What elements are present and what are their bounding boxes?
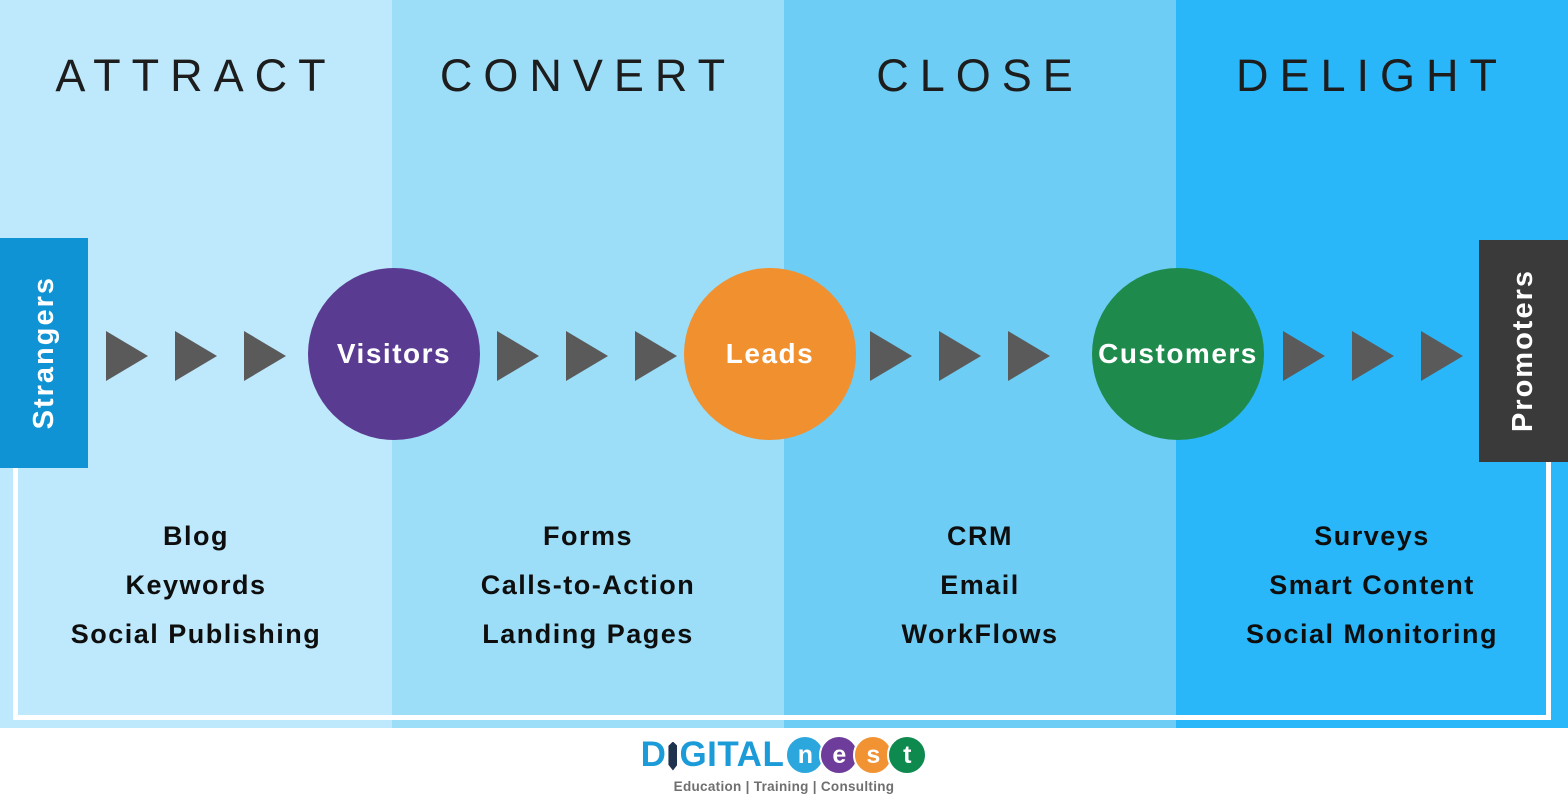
tool-item: WorkFlows bbox=[901, 619, 1059, 649]
flow-arrow-icon bbox=[175, 331, 217, 381]
stage-circle-visitors: Visitors bbox=[308, 268, 480, 440]
flow-arrow-icon bbox=[566, 331, 608, 381]
column-title-delight: DELIGHT bbox=[1235, 50, 1509, 101]
tool-item: Smart Content bbox=[1269, 570, 1475, 600]
pen-nib-icon bbox=[668, 741, 678, 771]
tool-item: Calls-to-Action bbox=[480, 570, 696, 600]
nest-letter-t: t bbox=[887, 735, 928, 775]
tool-item: Landing Pages bbox=[482, 619, 694, 649]
tool-list-convert: Forms Calls-to-Action Landing Pages bbox=[392, 512, 784, 659]
tool-item: Social Monitoring bbox=[1246, 619, 1498, 649]
flow-arrow-icon bbox=[106, 331, 148, 381]
column-title-attract: ATTRACT bbox=[55, 50, 337, 101]
logo-brand-text: D GITAL bbox=[641, 735, 785, 775]
logo-row: D GITAL n e s t bbox=[641, 733, 928, 777]
flow-arrow-icon bbox=[1008, 331, 1050, 381]
stage-circle-customers-label: Customers bbox=[1098, 338, 1258, 369]
tool-item: Blog bbox=[163, 521, 229, 551]
tool-item: Social Publishing bbox=[70, 619, 322, 649]
stage-promoters: Promoters bbox=[1479, 240, 1568, 462]
stage-strangers-label: Strangers bbox=[27, 276, 60, 430]
stage-circle-visitors-label: Visitors bbox=[336, 338, 452, 369]
tool-list-close: CRM Email WorkFlows bbox=[784, 512, 1176, 659]
stage-promoters-label: Promoters bbox=[1507, 269, 1539, 433]
nest-letter-e: e bbox=[819, 735, 860, 775]
flow-arrow-icon bbox=[244, 331, 286, 381]
flow-arrow-icon bbox=[635, 331, 677, 381]
nest-letter-n: n bbox=[785, 735, 826, 775]
arrow-group-2 bbox=[497, 331, 677, 381]
tool-list-delight: Surveys Smart Content Social Monitoring bbox=[1176, 512, 1568, 659]
arrow-group-1 bbox=[106, 331, 286, 381]
flow-arrow-icon bbox=[870, 331, 912, 381]
tool-list-attract: Blog Keywords Social Publishing bbox=[0, 512, 392, 659]
logo-brand-gital: GITAL bbox=[679, 735, 785, 774]
flow-arrow-icon bbox=[1352, 331, 1394, 381]
stage-circle-leads-label: Leads bbox=[725, 338, 815, 369]
tool-item: Forms bbox=[542, 521, 634, 551]
flow-arrow-icon bbox=[1421, 331, 1463, 381]
stage-circle-leads: Leads bbox=[684, 268, 856, 440]
column-title-convert: CONVERT bbox=[439, 50, 737, 101]
arrow-group-3 bbox=[870, 331, 1050, 381]
flow-arrow-icon bbox=[497, 331, 539, 381]
white-frame-outline bbox=[13, 461, 1551, 720]
stage-circle-customers: Customers bbox=[1092, 268, 1264, 440]
flow-arrow-icon bbox=[939, 331, 981, 381]
logo-tagline: Education | Training | Consulting bbox=[673, 779, 895, 794]
arrow-group-4 bbox=[1283, 331, 1463, 381]
logo-nest-circles: n e s t bbox=[785, 735, 928, 775]
flow-arrow-icon bbox=[1283, 331, 1325, 381]
tool-item: Email bbox=[940, 570, 1020, 600]
column-title-close: CLOSE bbox=[876, 50, 1084, 101]
tool-item: Surveys bbox=[1314, 521, 1430, 551]
digital-nest-logo: D GITAL n e s t Education | Training | C… bbox=[0, 733, 1568, 794]
tool-item: Keywords bbox=[125, 570, 267, 600]
tool-item: CRM bbox=[947, 521, 1013, 551]
stage-strangers: Strangers bbox=[0, 238, 88, 468]
logo-brand-d: D bbox=[640, 735, 667, 774]
nest-letter-s: s bbox=[853, 735, 894, 775]
